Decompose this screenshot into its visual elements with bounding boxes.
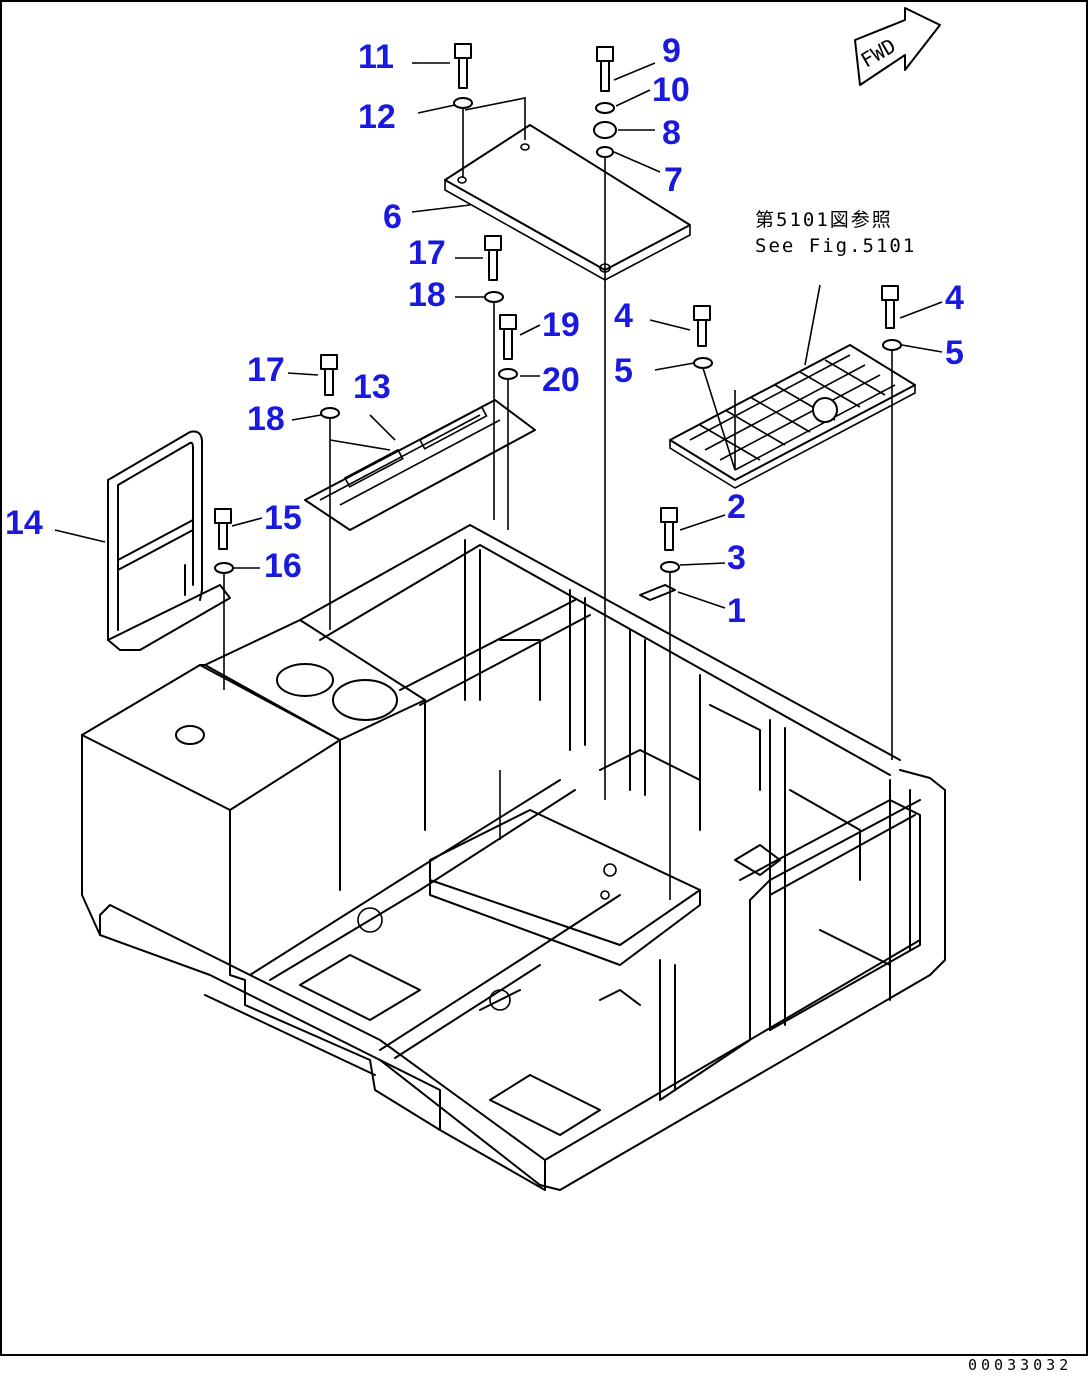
leader-lines: [54, 62, 943, 609]
callout-7: 7: [664, 161, 683, 199]
bolt-19: [499, 314, 517, 360]
bolt-9: [596, 46, 614, 92]
callout-2: 2: [727, 488, 746, 526]
washer-18-upper: [484, 291, 504, 303]
washer-8: [593, 121, 617, 139]
handrail-14: [107, 430, 231, 651]
washer-18-lower: [320, 407, 340, 419]
callout-11: 11: [358, 38, 394, 76]
drawing-number: 00033032: [968, 1356, 1072, 1374]
bolt-17-upper: [484, 235, 502, 281]
callout-4-left: 4: [614, 297, 633, 335]
callout-20: 20: [542, 361, 580, 399]
callout-8: 8: [662, 114, 681, 152]
callout-1: 1: [727, 592, 746, 630]
washer-16: [214, 562, 234, 574]
bolt-4-left: [693, 305, 711, 347]
callout-14: 14: [5, 504, 43, 542]
callout-18-upper: 18: [408, 276, 446, 314]
washer-7: [596, 146, 614, 158]
callout-5-right: 5: [945, 334, 964, 372]
washer-5-right: [882, 339, 902, 351]
callout-3: 3: [727, 539, 746, 577]
bolt-15: [214, 508, 232, 550]
cover-13: [304, 399, 536, 531]
bolt-17-lower: [320, 354, 338, 396]
bolt-11: [454, 43, 472, 89]
callout-17-upper: 17: [408, 234, 446, 272]
callout-12: 12: [358, 98, 396, 136]
forward-direction-marker: FWD: [854, 7, 941, 86]
bolt-2: [660, 507, 678, 551]
callout-13: 13: [353, 368, 391, 406]
washer-10: [595, 102, 615, 114]
callout-4-right: 4: [945, 279, 964, 317]
assembly-lines: [223, 97, 893, 900]
callout-16: 16: [264, 547, 302, 585]
cover-plate-6: [444, 124, 691, 281]
washer-5-left: [693, 357, 713, 369]
callout-18-lower: 18: [247, 400, 285, 438]
revolving-frame: [81, 524, 946, 1191]
bolt-4-right: [881, 285, 899, 329]
callout-6: 6: [383, 198, 402, 236]
reference-note-japanese: 第5101図参照: [755, 209, 893, 231]
callout-labels: 1 2 3 4 4 5 5 6 7 8 9 10 11 12 13 14 15 …: [5, 32, 964, 630]
callout-9: 9: [662, 32, 681, 70]
callout-5-left: 5: [614, 352, 633, 390]
reference-note-english: See Fig.5101: [755, 235, 916, 257]
shim-1: [639, 584, 676, 601]
step-plate: [669, 344, 916, 489]
washer-20: [498, 368, 518, 380]
washer-3: [660, 561, 680, 573]
washer-12: [453, 97, 473, 109]
callout-17-lower: 17: [247, 351, 285, 389]
callout-15: 15: [264, 499, 302, 537]
callout-10: 10: [652, 71, 690, 109]
callout-19: 19: [542, 306, 580, 344]
